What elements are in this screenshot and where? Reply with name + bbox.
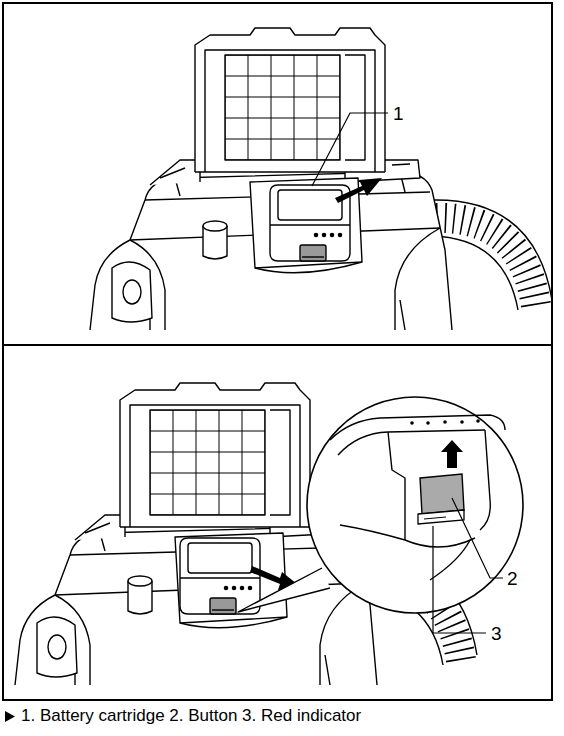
up-arrow	[441, 440, 463, 468]
battery-cartridge	[180, 538, 260, 614]
insert-arrow	[335, 178, 382, 203]
leader-line	[312, 113, 388, 186]
frame	[3, 3, 552, 700]
callout-number: 1	[392, 104, 405, 123]
leader-line	[433, 526, 486, 633]
vacuum-top	[90, 28, 552, 330]
callout-number: 2	[506, 569, 519, 588]
caption: 1. Battery cartridge 2. Button 3. Red in…	[21, 706, 361, 726]
callout-number: 3	[490, 624, 503, 643]
caption-marker	[5, 711, 15, 722]
divider	[3, 344, 552, 346]
battery-cartridge	[270, 185, 350, 261]
magnifier-pointer	[238, 568, 330, 612]
leader-line	[452, 498, 503, 578]
magnifier	[307, 397, 523, 613]
red-indicator	[418, 510, 464, 524]
